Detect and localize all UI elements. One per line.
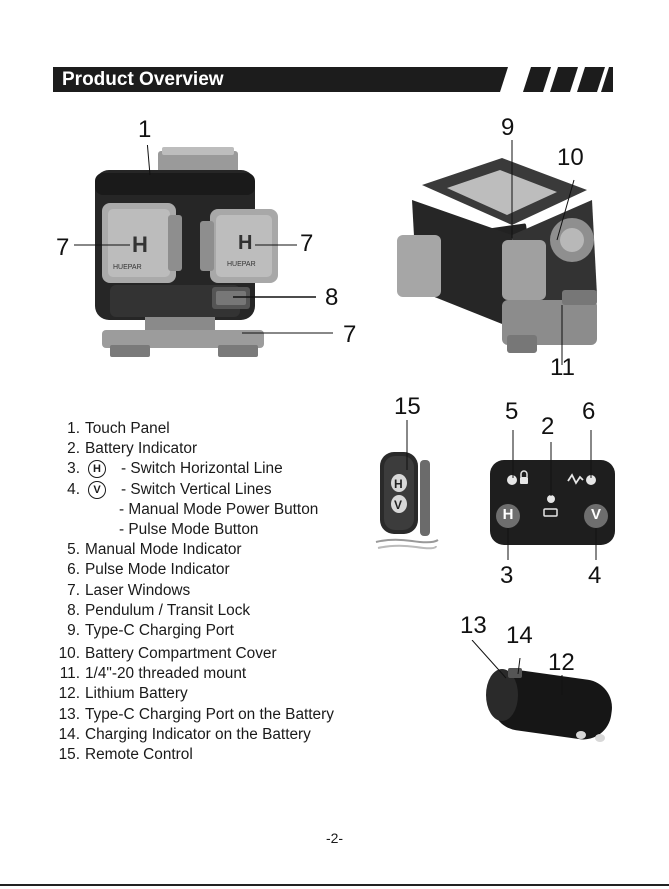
- header-stripe: [523, 67, 551, 92]
- header-stripe: [577, 67, 605, 92]
- callout-6: 6: [582, 398, 596, 425]
- callout-5: 5: [505, 398, 519, 425]
- legend-item: 14.Charging Indicator on the Battery: [58, 725, 311, 743]
- legend-subitem: - Manual Mode Power Button: [119, 500, 319, 518]
- panel-h-button: H: [502, 506, 514, 523]
- svg-text:H: H: [238, 232, 252, 254]
- page-number: -2-: [325, 830, 344, 846]
- callout-9: 9: [501, 114, 515, 141]
- legend-item: 1.Touch Panel: [67, 420, 170, 437]
- svg-text:V: V: [394, 498, 402, 512]
- callout-10: 10: [557, 144, 584, 171]
- callout-12: 12: [548, 649, 575, 676]
- callout-7-left: 7: [56, 234, 70, 261]
- h-button-badge: H: [88, 460, 106, 479]
- legend-subitem: - Pulse Mode Button: [119, 520, 259, 538]
- callout-4: 4: [588, 562, 602, 589]
- legend-item: 8.Pendulum / Transit Lock: [67, 601, 251, 619]
- callout-7-bottom: 7: [343, 321, 357, 348]
- legend-item: 12.Lithium Battery: [58, 685, 188, 703]
- svg-text:H: H: [394, 477, 403, 491]
- callout-1: 1: [138, 116, 152, 143]
- legend-item: 3.H- Switch Horizontal Line: [67, 460, 283, 479]
- callout-3: 3: [500, 562, 514, 589]
- callout-13: 13: [460, 612, 487, 639]
- lithium-battery-image: [471, 640, 612, 742]
- laser-level-front-view: H H HUEPAR HUEPAR: [74, 145, 333, 357]
- svg-text:HUEPAR: HUEPAR: [113, 264, 142, 271]
- legend-item: 9.Type-C Charging Port: [67, 621, 234, 639]
- legend-item: 5.Manual Mode Indicator: [67, 541, 242, 559]
- section-title: Product Overview: [62, 69, 224, 90]
- svg-text:H: H: [132, 232, 148, 257]
- callout-2: 2: [541, 413, 555, 440]
- legend-item: 11.1/4"-20 threaded mount: [59, 665, 247, 683]
- callout-15: 15: [394, 393, 421, 420]
- section-header-bar: [53, 67, 613, 92]
- legend-item: 15.Remote Control: [58, 746, 193, 763]
- bottom-rule: [0, 884, 669, 886]
- laser-level-rear-view: [397, 140, 597, 365]
- legend-item: 6.Pulse Mode Indicator: [67, 561, 230, 579]
- header-stripe: [601, 67, 613, 92]
- callout-11: 11: [550, 354, 575, 381]
- touch-panel-diagram: [490, 430, 615, 560]
- v-button-badge: V: [88, 480, 106, 499]
- header-stripe: [550, 67, 578, 92]
- legend-item: 10.Battery Compartment Cover: [58, 645, 277, 663]
- svg-text:HUEPAR: HUEPAR: [227, 261, 256, 268]
- legend-item: 13.Type-C Charging Port on the Battery: [58, 705, 334, 723]
- component-legend: 1.Touch Panel 2.Battery Indicator 3.H- S…: [50, 419, 390, 765]
- legend-item: 7.Laser Windows: [67, 581, 191, 599]
- remote-control-image: H V: [375, 420, 439, 550]
- callout-14: 14: [506, 622, 533, 649]
- panel-v-button: V: [590, 506, 601, 523]
- callout-7-right: 7: [300, 230, 314, 257]
- legend-item: 2.Battery Indicator: [67, 440, 198, 458]
- callout-8: 8: [325, 284, 339, 311]
- legend-item: 4.V- Switch Vertical Lines: [67, 480, 272, 499]
